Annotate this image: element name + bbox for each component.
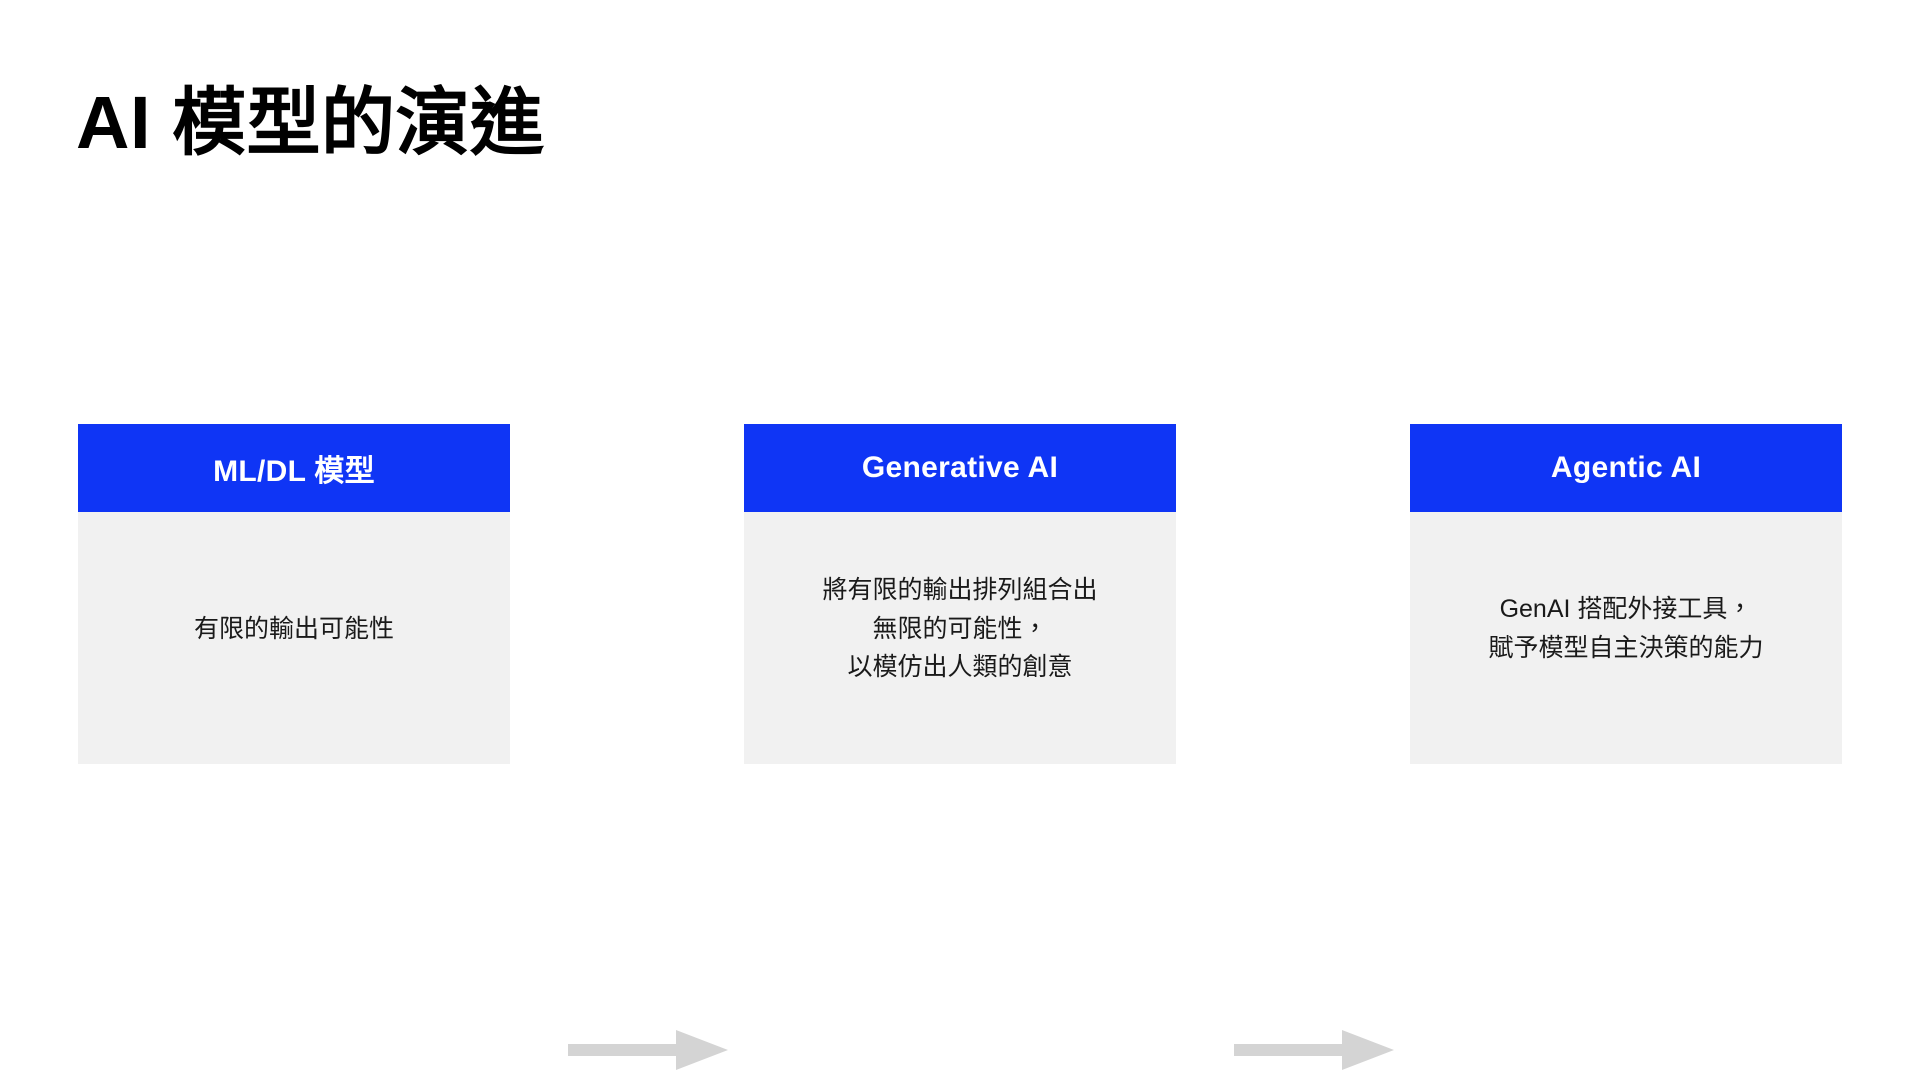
flow-card-body: 有限的輸出可能性 (78, 512, 510, 764)
flow-card-body: GenAI 搭配外接工具， 賦予模型自主決策的能力 (1410, 512, 1842, 764)
flow-card-ml-dl[interactable]: ML/DL 模型 有限的輸出可能性 (78, 424, 510, 764)
flow-card-header: Agentic AI (1410, 424, 1842, 512)
evolution-flow-diagram: ML/DL 模型 有限的輸出可能性 Generative AI 將有限的輸出排列… (0, 424, 1920, 1070)
flow-card-generative-ai[interactable]: Generative AI 將有限的輸出排列組合出 無限的可能性， 以模仿出人類… (744, 424, 1176, 764)
arrow-right-icon (568, 1028, 728, 1072)
arrow-right-icon (1234, 1028, 1394, 1072)
page-title: AI 模型的演進 (76, 80, 545, 164)
flow-card-header: ML/DL 模型 (78, 424, 510, 512)
flow-card-body-text: 將有限的輸出排列組合出 無限的可能性， 以模仿出人類的創意 (822, 575, 1098, 682)
flow-card-body-text: 有限的輸出可能性 (193, 614, 394, 643)
flow-card-body-text: GenAI 搭配外接工具， 賦予模型自主決策的能力 (1488, 595, 1764, 662)
flow-card-agentic-ai[interactable]: Agentic AI GenAI 搭配外接工具， 賦予模型自主決策的能力 (1410, 424, 1842, 764)
flow-card-header: Generative AI (744, 424, 1176, 512)
flow-card-body: 將有限的輸出排列組合出 無限的可能性， 以模仿出人類的創意 (744, 512, 1176, 764)
